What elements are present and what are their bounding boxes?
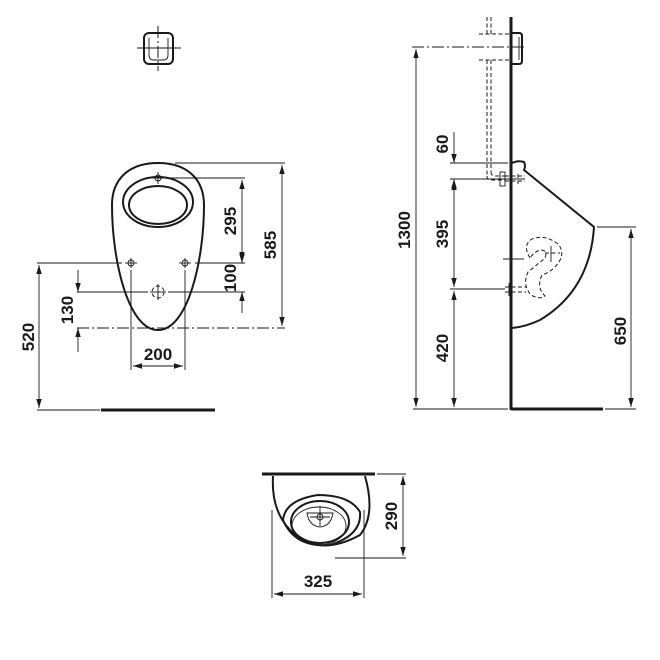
flush-valve-side [512, 32, 523, 65]
dim-290: 290 [382, 502, 401, 530]
dim-325: 325 [304, 572, 332, 591]
dim-100: 100 [221, 264, 240, 292]
dim-200: 200 [144, 345, 172, 364]
urinal-top-outline [271, 475, 371, 547]
flush-valve-icon [137, 26, 181, 71]
dim-650: 650 [611, 317, 630, 345]
urinal-front-outline [110, 161, 206, 332]
trap-outline [503, 236, 563, 299]
dim-395: 395 [433, 220, 452, 248]
dim-420: 420 [433, 334, 452, 362]
supply-pipe [486, 17, 525, 187]
dim-1300: 1300 [395, 211, 414, 249]
top-view: 290 325 [262, 472, 406, 598]
front-view: 295 100 585 130 520 200 [19, 26, 285, 412]
urinal-side-outline [511, 160, 596, 329]
side-view: 1300 60 395 420 650 [395, 17, 636, 411]
dim-130: 130 [58, 296, 77, 324]
dim-585: 585 [261, 231, 280, 259]
dim-60: 60 [433, 135, 452, 154]
drain-icon [306, 512, 334, 528]
dim-520: 520 [19, 323, 38, 351]
dim-295: 295 [221, 207, 240, 235]
